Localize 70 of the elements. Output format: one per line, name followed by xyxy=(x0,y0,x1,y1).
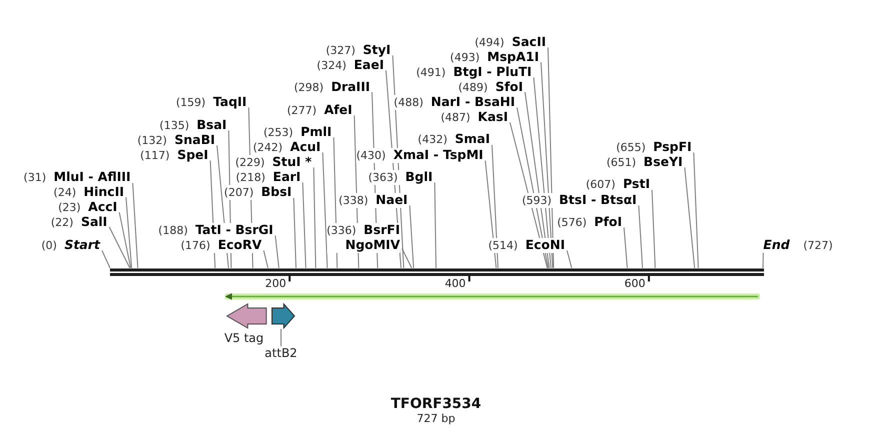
site-label: (24) HincII xyxy=(54,184,124,200)
leader-line xyxy=(322,152,328,268)
leader-line xyxy=(108,226,130,268)
leader-line xyxy=(126,196,132,268)
feature-block xyxy=(270,303,295,329)
leader-line xyxy=(434,182,436,268)
axis-tick-label: 400 xyxy=(444,276,466,290)
leader-line xyxy=(402,248,412,268)
site-label: (363) BglI xyxy=(368,170,433,185)
site-label: (487) KasI xyxy=(440,110,508,125)
site-label: (489) SfoI xyxy=(458,80,523,95)
leader-line xyxy=(293,198,296,268)
leader-line xyxy=(548,47,554,268)
site-label: (607) PstI xyxy=(586,177,650,192)
leader-line xyxy=(762,252,764,268)
site-label: (336) BsrFI NgoMIV xyxy=(326,223,400,253)
leader-line xyxy=(693,152,699,268)
leader-line xyxy=(102,250,110,268)
site-label: (188) TatI - BsrGI xyxy=(158,223,274,238)
site-label: (229) StuI * xyxy=(235,154,312,170)
site-label: (493) MspA1I xyxy=(450,50,539,65)
site-label: (31) MluI - AflIII xyxy=(24,170,131,186)
site-label: End (727) xyxy=(763,238,833,253)
leader-line xyxy=(302,182,306,268)
site-label: (0) Start xyxy=(41,238,100,253)
site-label: (207) BbsI xyxy=(224,185,292,200)
site-label: (242) AcuI xyxy=(252,140,321,155)
site-label: (651) BseYI xyxy=(606,154,683,170)
leader-line xyxy=(652,190,656,268)
site-label: (432) SmaI xyxy=(418,132,490,148)
leader-line xyxy=(132,182,138,268)
caption: 727 bp xyxy=(416,412,456,425)
axis-tick-label: 200 xyxy=(265,276,286,290)
site-label: (23) AccI xyxy=(58,200,118,215)
site-label: (655) PspFI xyxy=(616,140,692,155)
map-title: TFORF3534 xyxy=(390,396,482,413)
site-label: (324) EaeI xyxy=(316,58,384,73)
site-label: (514) EcoNI xyxy=(488,238,565,253)
site-label: (135) BsaI xyxy=(160,118,227,133)
site-label: (218) EarI xyxy=(236,170,301,185)
feature-label: attB2 xyxy=(264,346,298,360)
site-label: (593) BtsI - BtsαI xyxy=(522,193,637,208)
leader-line xyxy=(118,212,132,268)
site-label: (488) NarI - BsaHI xyxy=(394,94,515,110)
leader-line xyxy=(313,167,316,268)
leader-line xyxy=(274,235,280,268)
leader-line xyxy=(566,250,572,268)
site-label: (159) TaqII xyxy=(176,94,247,110)
site-label: (327) StyI xyxy=(326,43,391,58)
leader-line xyxy=(624,227,628,268)
site-label: (277) AfeI xyxy=(286,103,352,118)
leader-line xyxy=(409,205,414,268)
site-label: (22) SalI xyxy=(50,214,108,230)
feature-label: V5 tag xyxy=(224,331,264,345)
site-label: (117) SpeI xyxy=(140,148,208,163)
leader-line xyxy=(684,167,696,268)
site-label: (132) SnaBI xyxy=(137,133,215,148)
site-label: (491) BtgI - PluTI xyxy=(416,64,532,80)
leader-line xyxy=(280,328,282,347)
site-label: (430) XmaI - TspMI xyxy=(356,148,484,163)
axis-tick-label: 600 xyxy=(624,276,646,290)
site-label: (298) DraIII xyxy=(294,80,370,95)
site-label: (253) PmlI xyxy=(263,124,332,140)
leader-line xyxy=(492,144,498,268)
leader-line xyxy=(263,250,268,268)
site-label: (338) NaeI xyxy=(338,193,408,208)
leader-line xyxy=(638,205,643,268)
site-label: (494) SacII xyxy=(474,34,546,50)
site-label: (176) EcoRV xyxy=(180,238,262,253)
site-label: (576) PfoI xyxy=(557,214,622,230)
